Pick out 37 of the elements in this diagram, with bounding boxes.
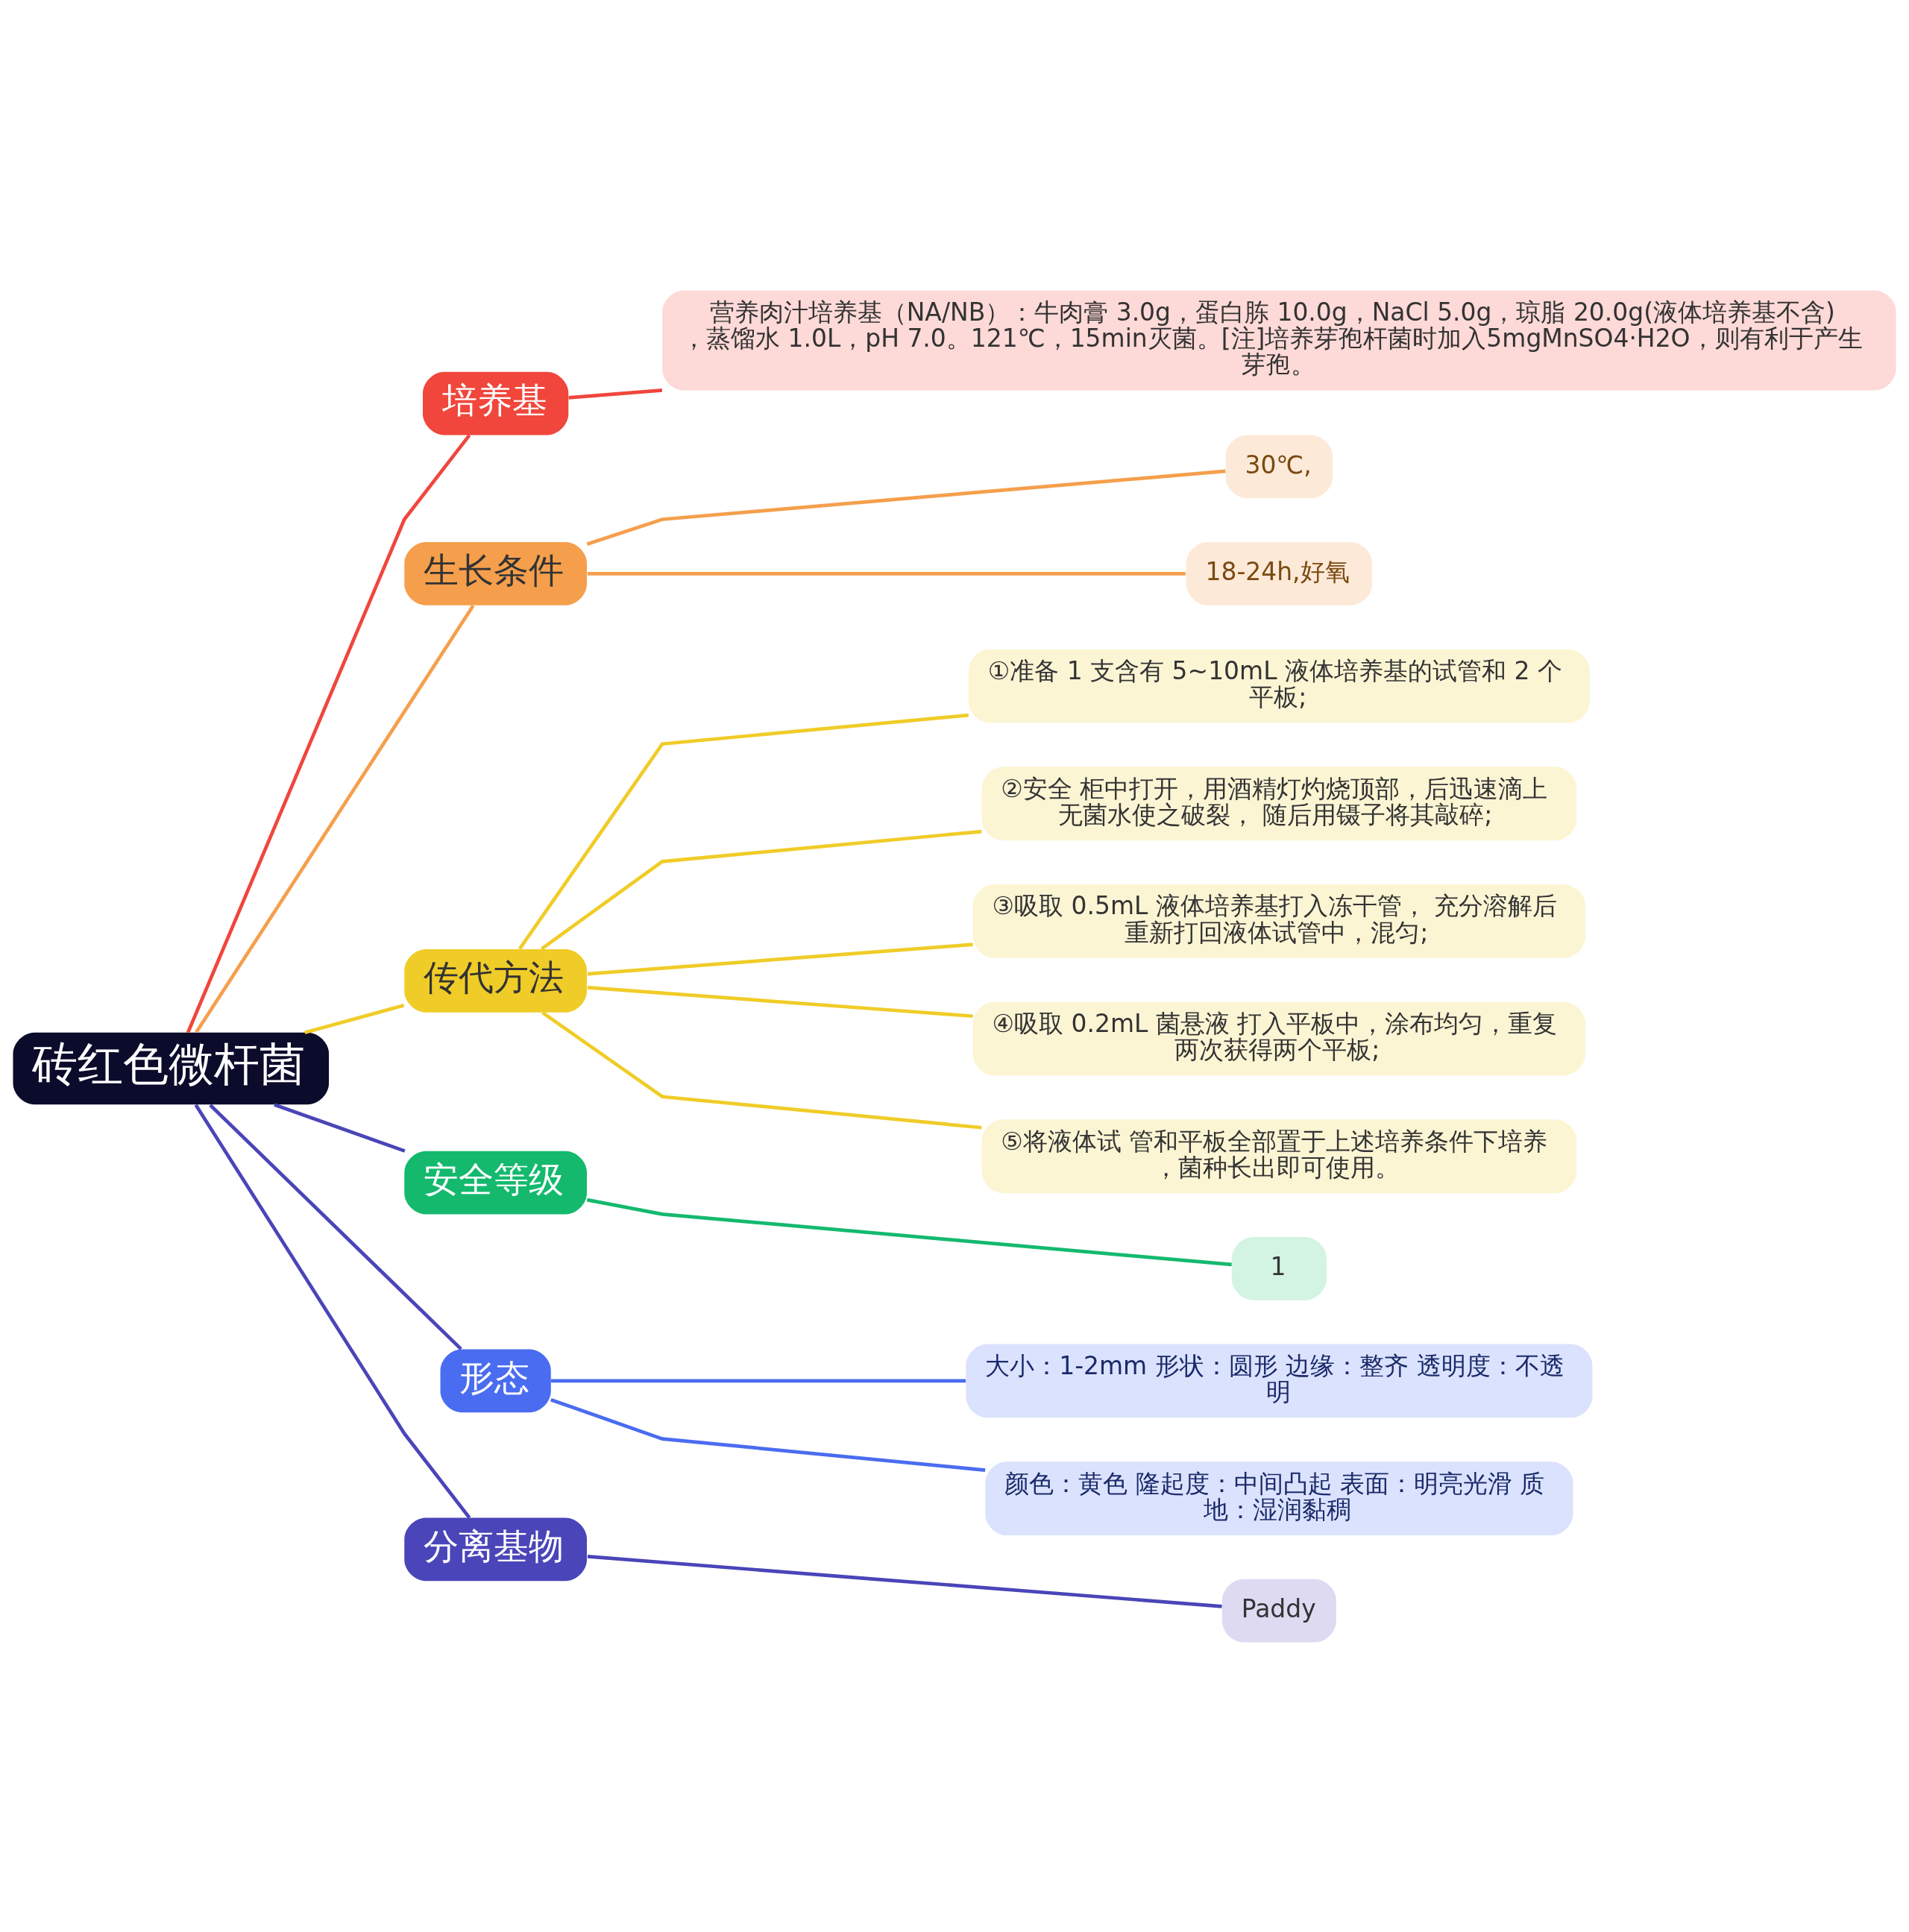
node-box: 颜色：黄色 隆起度：中间凸起 表面：明亮光滑 质地：湿润黏稠: [985, 1461, 1573, 1535]
connector: [518, 713, 969, 950]
connector: [194, 1104, 471, 1519]
connector: [186, 433, 471, 1033]
connector: [586, 469, 1226, 546]
node-box: ④吸取 0.2mL 菌悬液 打入平板中，涂布均匀，重复两次获得两个平板;: [972, 1001, 1585, 1075]
node-box: ③吸取 0.5mL 液体培养基打入冻干管， 充分溶解后重新打回液体试管中，混匀;: [972, 884, 1585, 958]
node-box: 营养肉汁培养基（NA/NB）：牛肉膏 3.0g，蛋白胨 10.0g，NaCl 5.0g，琼脂 20.0g(液体培养基不含)，蒸馏水 1.0L，pH 7.0。121℃，15min灭菌。[注]培养芽孢杆菌时加入5mgMnSO4·H2O，则有利于产生芽孢。: [662, 289, 1896, 391]
node-box: 30℃,: [1225, 435, 1333, 498]
node-box: Paddy: [1221, 1579, 1336, 1643]
connector: [274, 1102, 406, 1153]
connector: [587, 942, 973, 975]
node-box: 培养基: [422, 371, 569, 435]
node-box: 砖红色微杆菌: [13, 1032, 330, 1104]
connector: [541, 1010, 982, 1130]
node-box: 生长条件: [404, 541, 587, 605]
connector: [588, 571, 1186, 576]
connector: [568, 388, 663, 400]
node-box: 分离基物: [404, 1517, 587, 1581]
node-box: 安全等级: [404, 1151, 587, 1214]
connector: [550, 1397, 986, 1472]
connector: [586, 1198, 1232, 1266]
node-box: ⑤将液体试 管和平板全部置于上述培养条件下培养，菌种长出即可使用。: [981, 1118, 1577, 1193]
connector: [304, 1003, 405, 1034]
connector: [540, 829, 982, 950]
node-box: 大小：1-2mm 形状：圆形 边缘：整齐 透明度：不透明: [966, 1344, 1593, 1417]
node-box: 1: [1231, 1236, 1327, 1300]
connector: [209, 1103, 462, 1350]
connector: [587, 1554, 1222, 1608]
connector: [550, 1379, 966, 1382]
node-box: ①准备 1 支含有 5~10mL 液体培养基的试管和 2 个平板;: [968, 649, 1590, 723]
node-box: 形态: [440, 1349, 551, 1412]
node-box: 18-24h,好氧: [1186, 541, 1373, 605]
node-box: ②安全 柜中打开，用酒精灯灼烧顶部，后迅速滴上无菌水使之破裂， 随后用镊子将其敲碎;: [981, 766, 1577, 840]
connector: [587, 985, 973, 1018]
connector: [195, 604, 475, 1033]
node-box: 传代方法: [404, 948, 587, 1013]
